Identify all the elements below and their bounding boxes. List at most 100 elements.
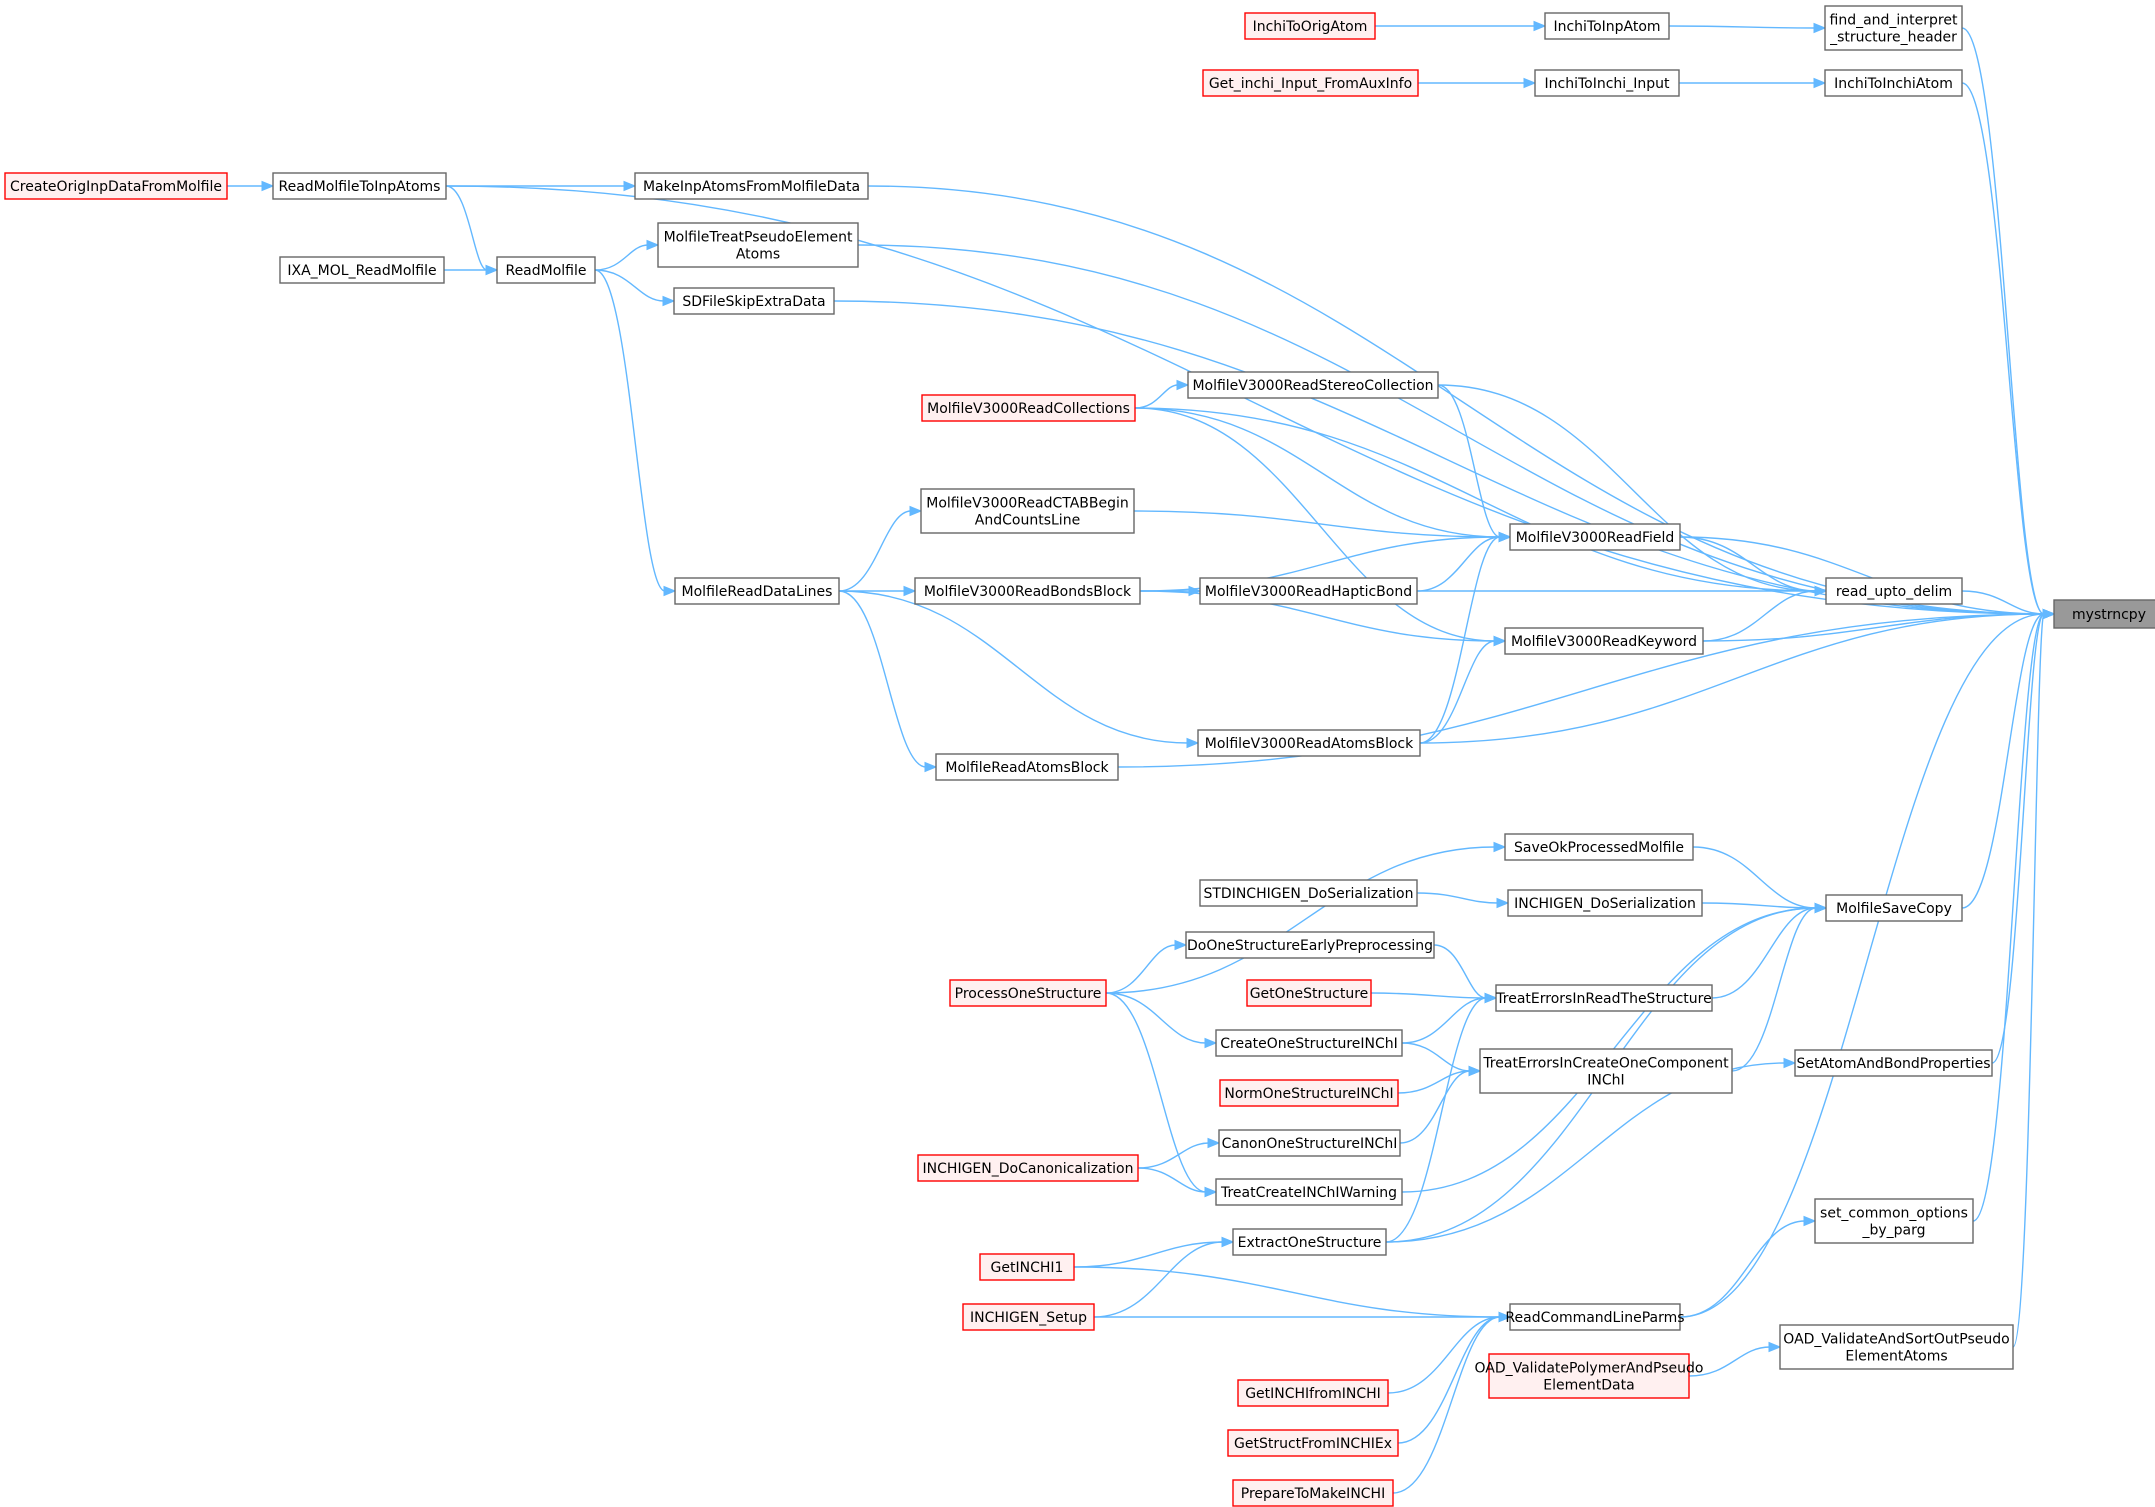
node-label: ElementData [1543, 1378, 1634, 1394]
node-set_common_options_by_parg[interactable]: set_common_options_by_parg [1814, 1198, 1974, 1244]
node-InchiToInchiAtom[interactable]: InchiToInchiAtom [1824, 69, 1963, 97]
edge-line [1093, 1241, 1224, 1318]
edge-line [1392, 1316, 1501, 1494]
edge-arrowhead [1484, 992, 1498, 1004]
node-GetStructFromINCHIEx[interactable]: GetStructFromINCHIEx [1227, 1429, 1399, 1457]
node-label: MolfileV3000ReadHapticBond [1205, 584, 1412, 600]
node-CanonOneStructureINChI[interactable]: CanonOneStructureINChI [1218, 1129, 1401, 1157]
edge-arrowhead [646, 239, 660, 251]
edge-arrowhead [1204, 1037, 1218, 1049]
node-INCHIGEN_DoSerialization[interactable]: INCHIGEN_DoSerialization [1507, 889, 1703, 917]
edge-line [1134, 407, 1817, 592]
node-MolfileV3000ReadAtomsBlock[interactable]: MolfileV3000ReadAtomsBlock [1197, 729, 1421, 757]
node-box [920, 488, 1135, 534]
node-box [1237, 1379, 1389, 1407]
edge-arrowhead [1814, 902, 1828, 914]
node-SaveOkProcessedMolfile[interactable]: SaveOkProcessedMolfile [1504, 833, 1694, 861]
node-ReadMolfile[interactable]: ReadMolfile [496, 256, 596, 284]
node-box [1825, 894, 1963, 922]
node-MolfileV3000ReadHapticBond[interactable]: MolfileV3000ReadHapticBond [1199, 577, 1418, 605]
node-read_upto_delim[interactable]: read_upto_delim [1825, 577, 1963, 605]
node-box [1509, 523, 1681, 551]
edge-line [1961, 590, 2045, 615]
node-MolfileV3000ReadField[interactable]: MolfileV3000ReadField [1509, 523, 1681, 551]
node-find_and_interpret[interactable]: find_and_interpret_structure_header [1824, 5, 1963, 51]
node-label: DoOneStructureEarlyPreprocessing [1187, 938, 1433, 954]
node-SDFileSkipExtraData[interactable]: SDFileSkipExtraData [673, 287, 835, 315]
edge-MolfileSaveCopy-to-TreatCreateINChIWarning [1401, 902, 1828, 1193]
edge-line [1117, 613, 2045, 768]
node-MolfileSaveCopy[interactable]: MolfileSaveCopy [1825, 894, 1963, 922]
node-PrepareToMakeINCHI[interactable]: PrepareToMakeINCHI [1232, 1479, 1394, 1507]
edge-arrowhead [1493, 635, 1507, 647]
node-ProcessOneStructure[interactable]: ProcessOneStructure [949, 979, 1107, 1007]
node-box [1197, 729, 1421, 757]
node-box [4, 172, 228, 200]
node-InchiToInpAtom[interactable]: InchiToInpAtom [1544, 12, 1670, 40]
node-ExtractOneStructure[interactable]: ExtractOneStructure [1232, 1228, 1387, 1256]
node-MolfileV3000ReadKeyword[interactable]: MolfileV3000ReadKeyword [1504, 627, 1704, 655]
node-NormOneStructureINChI[interactable]: NormOneStructureINChI [1219, 1079, 1399, 1107]
node-MakeInpAtomsFromMolfileData[interactable]: MakeInpAtomsFromMolfileData [634, 172, 869, 200]
node-box [1199, 577, 1418, 605]
node-MolfileV3000ReadBondsBlock[interactable]: MolfileV3000ReadBondsBlock [914, 577, 1141, 605]
node-GetOneStructure[interactable]: GetOneStructure [1246, 979, 1372, 1007]
node-SetAtomAndBondProperties[interactable]: SetAtomAndBondProperties [1794, 1049, 1993, 1077]
node-label: STDINCHIGEN_DoSerialization [1203, 886, 1413, 902]
node-label: GetStructFromINCHIEx [1234, 1436, 1392, 1452]
edge-line [1419, 613, 2045, 744]
edge-MolfileSaveCopy-to-TreatErrorsInReadTheStructure [1711, 902, 1828, 999]
edge-InchiToInchiAtom-to-mystrncpy [1961, 82, 2056, 620]
node-ReadMolfileToInpAtoms[interactable]: ReadMolfileToInpAtoms [272, 172, 447, 200]
node-STDINCHIGEN_DoSerialization[interactable]: STDINCHIGEN_DoSerialization [1199, 879, 1418, 907]
node-TreatCreateINChIWarning[interactable]: TreatCreateINChIWarning [1215, 1178, 1403, 1206]
node-ReadCommandLineParms[interactable]: ReadCommandLineParms [1505, 1303, 1685, 1331]
edge-ReadMolfile-to-IXA_MOL_ReadMolfile [444, 264, 499, 276]
edge-line [1133, 510, 1501, 538]
edge-SaveOkProcessedMolfile-to-ProcessOneStructure [1105, 841, 1507, 994]
node-box [1185, 931, 1435, 959]
node-CreateOneStructureINChI[interactable]: CreateOneStructureINChI [1215, 1029, 1403, 1057]
node-InchiToOrigAtom[interactable]: InchiToOrigAtom [1244, 12, 1376, 40]
node-label: _structure_header [1829, 30, 1957, 46]
node-INCHIGEN_Setup[interactable]: INCHIGEN_Setup [962, 1303, 1095, 1331]
edge-arrowhead [1496, 897, 1510, 909]
node-MolfileV3000ReadStereoCollection[interactable]: MolfileV3000ReadStereoCollection [1187, 371, 1439, 399]
node-INCHIGEN_DoCanonicalization[interactable]: INCHIGEN_DoCanonicalization [917, 1154, 1139, 1182]
edge-MolfileTreatPseudoElementAtoms-to-mystrncpy [857, 244, 2056, 620]
node-IXA_MOL_ReadMolfile[interactable]: IXA_MOL_ReadMolfile [279, 256, 445, 284]
node-label: ElementAtoms [1845, 1349, 1947, 1365]
node-MolfileReadDataLines[interactable]: MolfileReadDataLines [674, 577, 840, 605]
edge-MolfileSaveCopy-to-TreatErrorsInCreateOneComponentINChI [1731, 902, 1828, 1072]
node-GetINCHI1[interactable]: GetINCHI1 [979, 1253, 1075, 1281]
node-MolfileReadAtomsBlock[interactable]: MolfileReadAtomsBlock [935, 753, 1119, 781]
node-GetINCHIfromINCHI[interactable]: GetINCHIfromINCHI [1237, 1379, 1389, 1407]
node-label: MolfileV3000ReadStereoCollection [1192, 378, 1433, 394]
node-label: ReadMolfile [505, 263, 586, 279]
node-box [1824, 5, 1963, 51]
node-box [914, 577, 1141, 605]
edge-arrowhead [1221, 1236, 1235, 1248]
node-TreatErrorsInReadTheStructure[interactable]: TreatErrorsInReadTheStructure [1495, 984, 1713, 1012]
node-DoOneStructureEarlyPreprocessing[interactable]: DoOneStructureEarlyPreprocessing [1185, 931, 1435, 959]
edge-arrowhead [623, 180, 637, 192]
node-box [1824, 69, 1963, 97]
node-label: TreatCreateINChIWarning [1220, 1185, 1397, 1201]
edge-line [838, 590, 1189, 744]
edge-ReadCommandLineParms-to-GetINCHI1 [1073, 1266, 1512, 1323]
node-label: SaveOkProcessedMolfile [1514, 840, 1684, 856]
node-CreateOrigInpDataFromMolfile[interactable]: CreateOrigInpDataFromMolfile [4, 172, 228, 200]
edge-ExtractOneStructure-to-INCHIGEN_Setup [1093, 1236, 1235, 1318]
edge-arrowhead [1768, 1341, 1782, 1353]
node-mystrncpy[interactable]: mystrncpy [2053, 599, 2155, 629]
edge-arrowhead [485, 264, 499, 276]
node-InchiToInchi_Input[interactable]: InchiToInchi_Input [1534, 69, 1680, 97]
node-MolfileV3000ReadCollections[interactable]: MolfileV3000ReadCollections [921, 394, 1136, 422]
node-Get_inchi_Input_FromAuxInfo[interactable]: Get_inchi_Input_FromAuxInfo [1202, 69, 1419, 97]
